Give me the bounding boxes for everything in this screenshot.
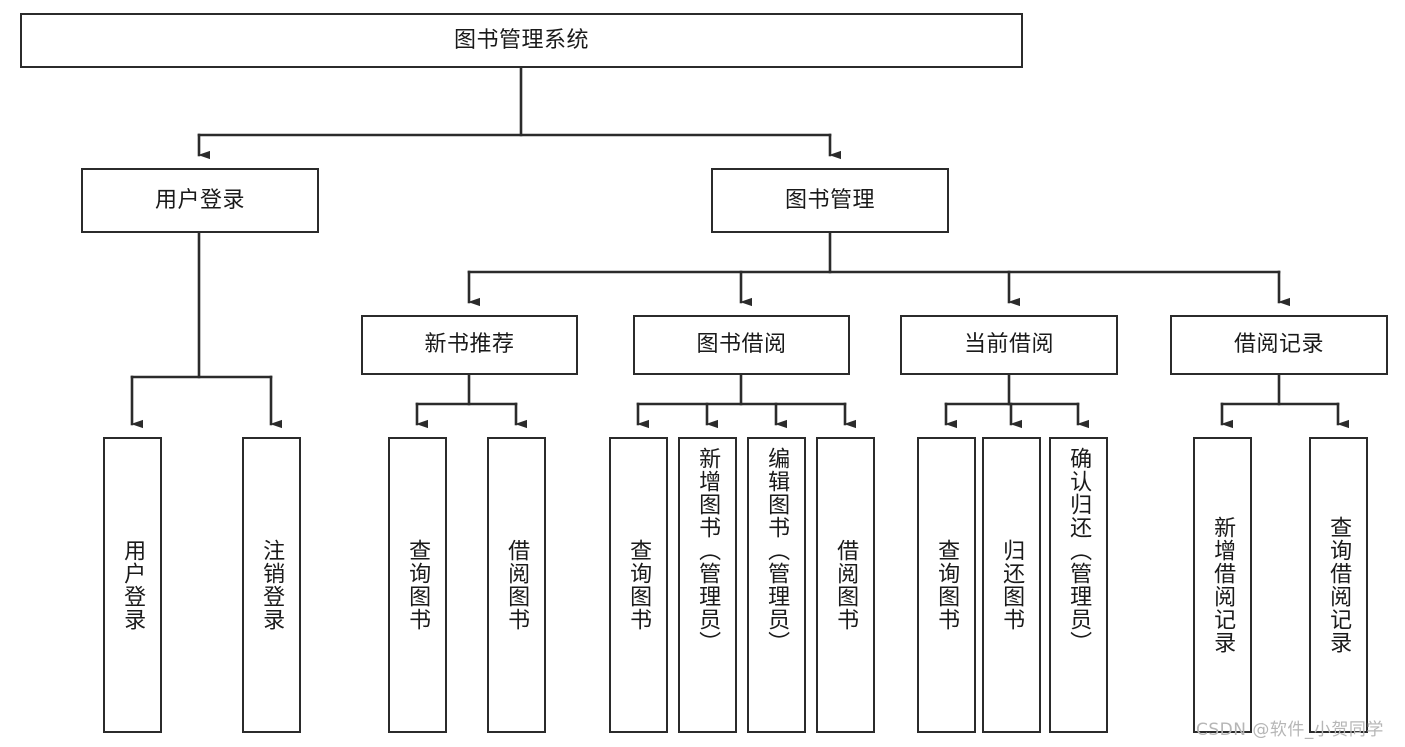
node-leaf-query-record-label: 查询借阅记录 <box>1326 516 1352 654</box>
node-leaf-confirm-return-label: 确认归还（管理员） <box>1066 447 1092 654</box>
node-current-borrow-label: 当前借阅 <box>963 332 1054 358</box>
node-leaf-user-login-label: 用户登录 <box>120 539 146 631</box>
node-user-login-label: 用户登录 <box>154 187 245 213</box>
node-leaf-borrow-book-1-label: 借阅图书 <box>504 539 530 631</box>
node-leaf-borrow-book-2[interactable]: 借阅图书 <box>816 437 875 733</box>
node-book-borrow-label: 图书借阅 <box>696 332 787 358</box>
node-leaf-return-book[interactable]: 归还图书 <box>982 437 1041 733</box>
node-current-borrow[interactable]: 当前借阅 <box>900 315 1118 375</box>
node-root-label: 图书管理系统 <box>453 27 589 53</box>
node-book-management[interactable]: 图书管理 <box>711 168 949 233</box>
node-leaf-edit-book[interactable]: 编辑图书（管理员） <box>747 437 806 733</box>
node-leaf-query-book-2[interactable]: 查询图书 <box>609 437 668 733</box>
node-leaf-confirm-return[interactable]: 确认归还（管理员） <box>1049 437 1108 733</box>
node-leaf-add-book[interactable]: 新增图书（管理员） <box>678 437 737 733</box>
node-borrow-record-label: 借阅记录 <box>1233 332 1324 358</box>
node-leaf-add-record-label: 新增借阅记录 <box>1210 516 1236 654</box>
node-leaf-borrow-book-2-label: 借阅图书 <box>833 539 859 631</box>
node-leaf-query-record[interactable]: 查询借阅记录 <box>1309 437 1368 733</box>
node-user-login[interactable]: 用户登录 <box>81 168 319 233</box>
node-leaf-logout-login-label: 注销登录 <box>259 539 285 631</box>
node-leaf-add-book-label: 新增图书（管理员） <box>695 447 721 654</box>
node-book-management-label: 图书管理 <box>784 187 875 213</box>
node-leaf-query-book-3[interactable]: 查询图书 <box>917 437 976 733</box>
node-leaf-query-book-3-label: 查询图书 <box>934 539 960 631</box>
node-leaf-logout-login[interactable]: 注销登录 <box>242 437 301 733</box>
node-book-borrow[interactable]: 图书借阅 <box>633 315 850 375</box>
node-leaf-borrow-book-1[interactable]: 借阅图书 <box>487 437 546 733</box>
node-borrow-record[interactable]: 借阅记录 <box>1170 315 1388 375</box>
node-leaf-query-book-2-label: 查询图书 <box>626 539 652 631</box>
node-leaf-query-book-1[interactable]: 查询图书 <box>388 437 447 733</box>
node-leaf-return-book-label: 归还图书 <box>999 539 1025 631</box>
node-root[interactable]: 图书管理系统 <box>20 13 1023 68</box>
node-leaf-add-record[interactable]: 新增借阅记录 <box>1193 437 1252 733</box>
node-new-book-recommend[interactable]: 新书推荐 <box>361 315 578 375</box>
node-new-book-recommend-label: 新书推荐 <box>424 332 515 358</box>
node-leaf-query-book-1-label: 查询图书 <box>405 539 431 631</box>
node-leaf-edit-book-label: 编辑图书（管理员） <box>764 447 790 654</box>
node-leaf-user-login[interactable]: 用户登录 <box>103 437 162 733</box>
